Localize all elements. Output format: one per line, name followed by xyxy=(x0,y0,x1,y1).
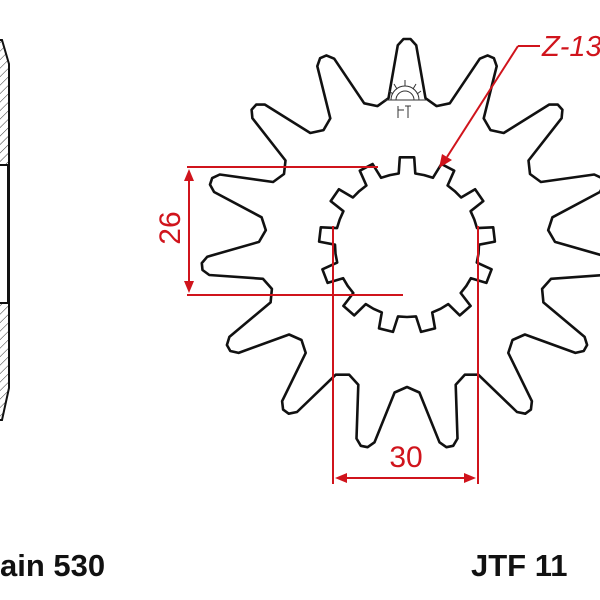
dimension-height-label: 26 xyxy=(154,211,187,244)
sprocket-outer-teeth xyxy=(200,37,600,449)
sprocket-inner-spline xyxy=(317,156,497,334)
dimension-26 xyxy=(184,166,403,296)
side-section-hub xyxy=(0,164,9,304)
chain-size-label: ain 530 xyxy=(0,548,106,583)
dimension-30 xyxy=(332,226,479,484)
spline-count-label: Z-13 xyxy=(541,31,600,63)
part-number-label: JTF 11 xyxy=(471,548,568,583)
dimension-width-label: 30 xyxy=(389,441,422,474)
spline-leader xyxy=(439,45,540,168)
manufacturer-logo xyxy=(384,80,426,118)
side-section-view xyxy=(0,39,10,421)
